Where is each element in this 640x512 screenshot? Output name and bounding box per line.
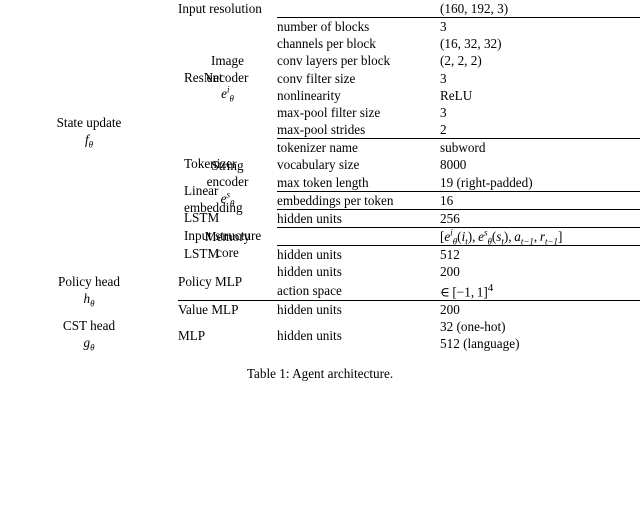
prop-resnet-2: conv layers per block: [277, 53, 391, 69]
value-resnet-4: ReLU: [440, 87, 473, 103]
value-resnet-0: 3: [440, 19, 447, 35]
row-resnet-6: max-pool filter size 3: [0, 104, 640, 121]
row-resnet-7: max-pool strides 2: [0, 121, 640, 138]
value-policy-1: ∈ [−1, 1]4: [440, 281, 494, 299]
row-resnet-3: conv layers per block (2, 2, 2): [0, 52, 640, 69]
value-resnet-6: 2: [440, 122, 447, 138]
group-policy-head: Policy head hθ: [0, 263, 178, 318]
group-policy-head-symbol: hθ: [83, 290, 95, 309]
prop-tokenizer-2: max token length: [277, 174, 369, 190]
prop-resnet-1: channels per block: [277, 36, 376, 52]
module-cst-mlp: MLP: [178, 327, 206, 343]
subgroup-memory-core-line2: core: [216, 245, 239, 261]
module-tokenizer: Tokenizer: [184, 156, 237, 172]
rule-after-linear-embedding: [0, 208, 640, 210]
prop-lstm-string: hidden units: [277, 210, 342, 226]
value-resnet-5: 3: [440, 104, 447, 120]
row-cst-1: CST head gθ MLP hidden units 32 (one-hot…: [0, 318, 640, 352]
value-value-mlp: 200: [440, 302, 460, 318]
row-resnet-4: conv filter size 3: [0, 70, 640, 87]
subgroup-image-encoder-line1: Image: [211, 52, 244, 68]
prop-lstm-memory: hidden units: [277, 247, 342, 263]
value-linear-embedding: 16: [440, 192, 454, 208]
row-tokenizer-1: String encoder esθ tokenizer name subwor…: [0, 139, 640, 208]
row-lstm-memory: hidden units 512: [0, 246, 640, 264]
group-state-update-label: State update: [56, 114, 122, 130]
value-tokenizer-2: 19 (right-padded): [440, 174, 533, 190]
subgroup-string-encoder-line2: encoder: [206, 174, 249, 190]
group-state-update-symbol: fθ: [84, 131, 94, 150]
row-lstm-string: hidden units 256: [0, 209, 640, 227]
value-resnet-3: 3: [440, 70, 447, 86]
value-resnet-2: (2, 2, 2): [440, 53, 482, 69]
value-lstm-string: 256: [440, 210, 460, 226]
module-input-resolution: Input resolution: [178, 1, 262, 16]
prop-resnet-4: nonlinearity: [277, 87, 341, 103]
rule-after-policy-mlp: [0, 300, 640, 301]
value-tokenizer-1: 8000: [440, 157, 467, 173]
rule-after-resnet: [0, 138, 640, 139]
rule-after-lstm-string: [0, 227, 640, 228]
prop-resnet-5: max-pool filter size: [277, 104, 381, 120]
value-cst-0: 32 (one-hot): [440, 319, 506, 335]
value-resnet-1: (16, 32, 32): [440, 36, 502, 52]
prop-policy-0: hidden units: [277, 264, 342, 280]
row-resnet-1: Image encoder eiθ number of blocks 3: [0, 18, 640, 103]
subgroup-image-encoder: Image encoder eiθ: [178, 18, 277, 139]
value-tokenizer-0: subword: [440, 140, 486, 156]
group-policy-head-label: Policy head: [58, 273, 120, 289]
row-tokenizer-3: max token length 19 (right-padded): [0, 174, 640, 191]
row-resnet-2: channels per block (16, 32, 32): [0, 35, 640, 52]
subgroup-image-encoder-symbol: eiθ: [221, 85, 234, 105]
subgroup-memory-core: Memory core: [178, 228, 277, 264]
group-state-update: State update fθ: [0, 0, 178, 263]
module-policy-mlp: Policy MLP: [178, 274, 243, 290]
rule-after-input-structure: [0, 245, 640, 246]
prop-resnet-3: conv filter size: [277, 70, 356, 86]
row-input-structure: Memory core [eiθ(it), esθ(st), at−1, rt−…: [0, 227, 640, 260]
module-input-structure: Input structure: [184, 227, 262, 243]
prop-input-resolution-empty: [277, 0, 440, 17]
agent-architecture-table: State update fθ Input resolution (160, 1…: [0, 0, 640, 352]
row-value-mlp: Value MLP hidden units 200: [0, 301, 640, 319]
prop-resnet-0: number of blocks: [277, 19, 370, 35]
prop-linear-embedding: embeddings per token: [277, 192, 394, 208]
prop-value-mlp: hidden units: [277, 302, 342, 318]
row-tokenizer-2: vocabulary size 8000: [0, 156, 640, 173]
subgroup-string-encoder: String encoder esθ: [178, 139, 277, 227]
value-cst-1: 512 (language): [440, 336, 520, 352]
row-linear-embedding: embeddings per token 16: [0, 191, 640, 209]
table-caption: Table 1: Agent architecture.: [246, 365, 394, 381]
row-input-resolution: State update fθ Input resolution (160, 1…: [0, 0, 640, 149]
prop-policy-1: action space: [277, 282, 342, 298]
prop-input-structure-empty: [277, 228, 440, 246]
row-policy-mlp-2: action space ∈ [−1, 1]4: [0, 281, 640, 301]
group-cst-head: CST head gθ: [0, 318, 178, 352]
rule-after-tokenizer: [0, 190, 640, 192]
prop-cst: hidden units: [277, 327, 342, 343]
value-policy-0: 200: [440, 264, 460, 280]
module-resnet: ResNet: [184, 69, 223, 85]
subgroup-memory-core-line1: Memory: [204, 228, 251, 244]
module-lstm-string: LSTM: [184, 209, 220, 225]
subgroup-string-encoder-line1: String: [211, 157, 244, 173]
row-cst-2: 512 (language): [0, 335, 640, 352]
prop-tokenizer-1: vocabulary size: [277, 157, 360, 173]
prop-resnet-6: max-pool strides: [277, 122, 366, 138]
value-input-structure: [eiθ(it), esθ(st), at−1, rt−1]: [440, 227, 563, 247]
prop-tokenizer-0: tokenizer name: [277, 140, 358, 156]
group-cst-head-label: CST head: [62, 318, 116, 334]
module-lstm-memory: LSTM: [184, 246, 220, 262]
subgroup-string-encoder-symbol: esθ: [220, 189, 235, 209]
row-resnet-5: nonlinearity ReLU: [0, 87, 640, 104]
value-lstm-memory: 512: [440, 247, 460, 263]
row-policy-mlp-1: Policy head hθ Policy MLP hidden units 2…: [0, 263, 640, 308]
module-value-mlp: Value MLP: [178, 302, 239, 318]
subgroup-image-encoder-line2: encoder: [206, 69, 249, 85]
group-cst-head-symbol: gθ: [83, 335, 95, 353]
rule-after-input-resolution: [0, 17, 640, 18]
value-input-resolution: (160, 192, 3): [440, 1, 509, 16]
